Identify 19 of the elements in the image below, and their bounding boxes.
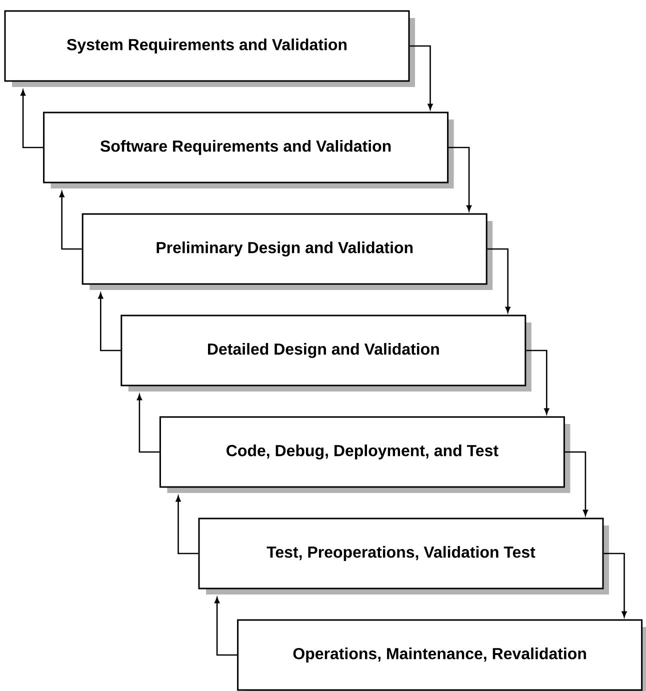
process-box: Operations, Maintenance, Revalidation [237,619,646,691]
process-box: Detailed Design and Validation [120,314,532,392]
process-box: Test, Preoperations, Validation Test [198,518,609,594]
arrow [176,496,198,554]
process-box: System Requirements and Validation [4,10,415,87]
arrow [487,248,510,313]
arrow [136,394,160,453]
process-box: Software Requirements and Validation [43,112,454,188]
arrow [214,597,238,656]
arrow [604,552,627,618]
arrow [20,90,44,148]
process-box: Code, Debug, Deployment, and Test [159,416,570,493]
arrow [410,45,433,110]
arrow [59,191,82,250]
arrow [98,292,121,352]
process-box: Preliminary Design and Validation [82,213,493,290]
arrow [564,451,588,516]
arrow [448,146,472,212]
arrow [526,350,550,414]
